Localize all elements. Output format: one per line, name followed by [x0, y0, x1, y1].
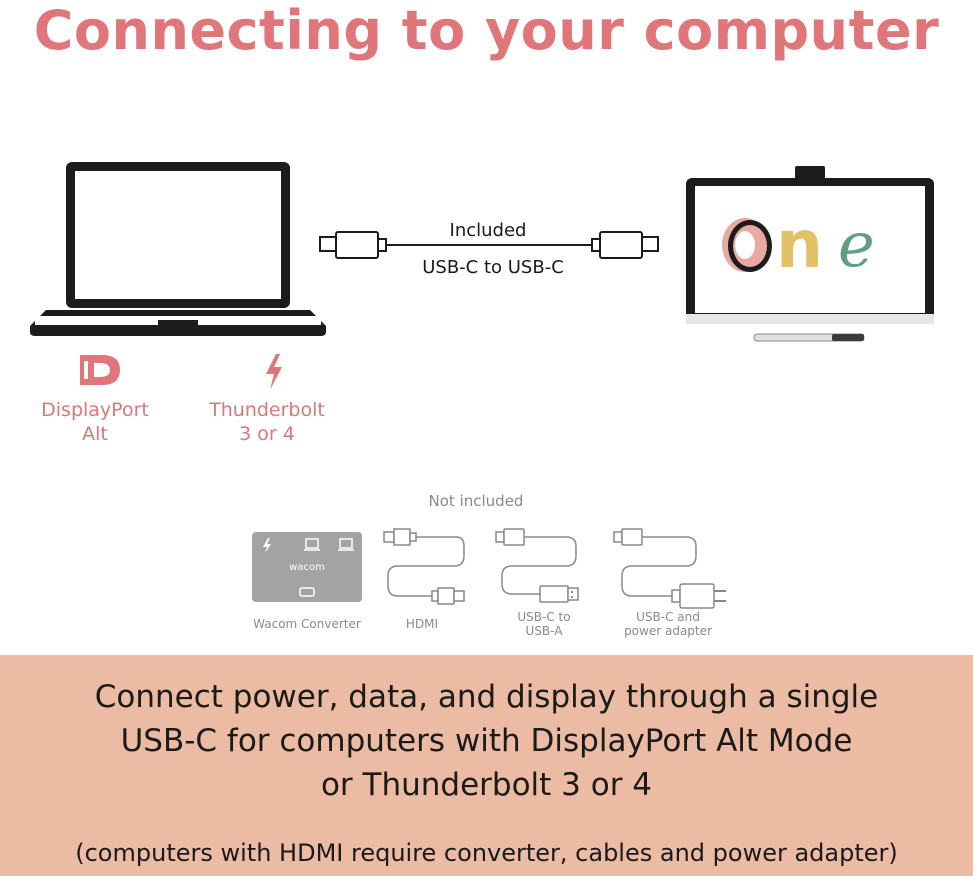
- port-label-displayport: DisplayPort Alt: [41, 399, 149, 445]
- thunderbolt-icon: [266, 354, 282, 390]
- pen-display-icon: [686, 166, 934, 342]
- not-included-heading: Not included: [428, 492, 524, 510]
- item-label-power-adapter: USB-C and power adapter: [624, 610, 712, 638]
- wacom-converter-icon: wacom: [252, 532, 362, 602]
- port-label-thunderbolt: Thunderbolt 3 or 4: [209, 399, 325, 445]
- cable-type-label: USB-C to USB-C: [422, 257, 564, 278]
- cable-included-label: Included: [449, 220, 527, 241]
- laptop-icon: [30, 162, 326, 336]
- item-label-usb-a: USB-C to USB-A: [517, 610, 571, 638]
- page-title: Connecting to your computer: [33, 0, 940, 62]
- footer-band: [0, 655, 973, 876]
- usb-c-and-power-adapter-icon: [613, 528, 726, 609]
- footer-note: (computers with HDMI require converter, …: [75, 839, 898, 867]
- item-label-converter: Wacom Converter: [253, 617, 361, 631]
- hdmi-cable-icon: [383, 528, 465, 605]
- converter-brand: wacom: [289, 562, 325, 573]
- usb-c-to-usb-a-cable-icon: [495, 528, 579, 603]
- display-logo: n e: [718, 206, 898, 286]
- footer-headline: Connect power, data, and display through…: [94, 679, 879, 803]
- usb-c-cable: [319, 231, 659, 259]
- item-label-hdmi: HDMI: [405, 617, 439, 631]
- displayport-icon: [80, 355, 120, 385]
